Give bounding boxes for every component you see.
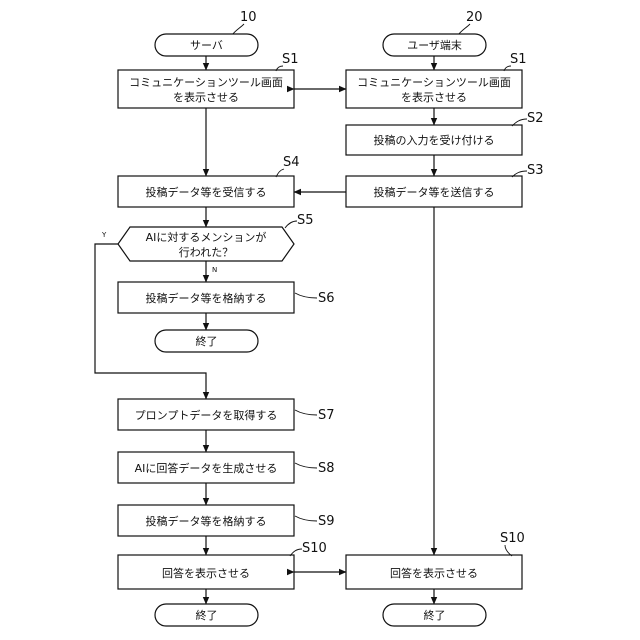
server-s5-line1: AIに対するメンションが [146,230,267,244]
user-s1-line1: コミュニケーションツール画面 [357,76,511,89]
server-start-label: サーバ [190,39,223,52]
server-s8-leader [295,463,317,468]
user-end-label: 終了 [424,608,446,622]
server-s10-text: 回答を表示させる [162,566,250,580]
user-s3-step-label: S3 [527,163,544,178]
server-s5-step-label: S5 [297,213,314,228]
user-s2-step-label: S2 [527,111,544,126]
user-s10-step-label: S10 [500,531,525,546]
server-s8-step-label: S8 [318,461,335,476]
user-s1-line2: を表示させる [401,90,467,104]
server-s1-line1: コミュニケーションツール画面 [129,76,283,89]
server-s1-line2: を表示させる [173,90,239,104]
server-end2-label: 終了 [196,608,218,622]
server-s8-text: AIに回答データを生成させる [135,461,278,475]
server-s1-step-label: S1 [282,52,299,67]
server-ref-numeral: 10 [240,10,257,25]
server-s7-leader [295,410,317,415]
user-ref-numeral: 20 [466,10,483,25]
user-s2-text: 投稿の入力を受け付ける [374,133,495,147]
user-s10-leader [505,545,512,556]
server-s4-text: 投稿データ等を受信する [146,185,267,199]
server-s9-leader [295,516,317,521]
user-s3-text: 投稿データ等を送信する [374,185,495,199]
user-s1-step-label: S1 [510,52,527,67]
server-s10-step-label: S10 [302,541,327,556]
server-s5-no-label: N [212,266,217,274]
server-s9-step-label: S9 [318,514,335,529]
user-start-label: ユーザ端末 [407,38,462,52]
server-s5-line2: 行われた？ [179,246,233,259]
server-s7-text: プロンプトデータを取得する [135,408,278,422]
user-ref-leader [458,24,470,35]
connector-server-s5-yes-branch [95,244,206,399]
server-ref-leader [232,24,244,35]
server-s6-leader [295,293,317,298]
user-s10-text: 回答を表示させる [390,566,478,580]
server-s6-step-label: S6 [318,291,335,306]
server-end1-label: 終了 [196,334,218,348]
server-s6-text: 投稿データ等を格納する [146,291,267,305]
server-s9-text: 投稿データ等を格納する [146,514,267,528]
server-s4-step-label: S4 [283,155,300,170]
server-s5-leader [285,221,297,228]
server-s5-yes-label: Y [101,231,107,239]
server-s7-step-label: S7 [318,408,335,423]
